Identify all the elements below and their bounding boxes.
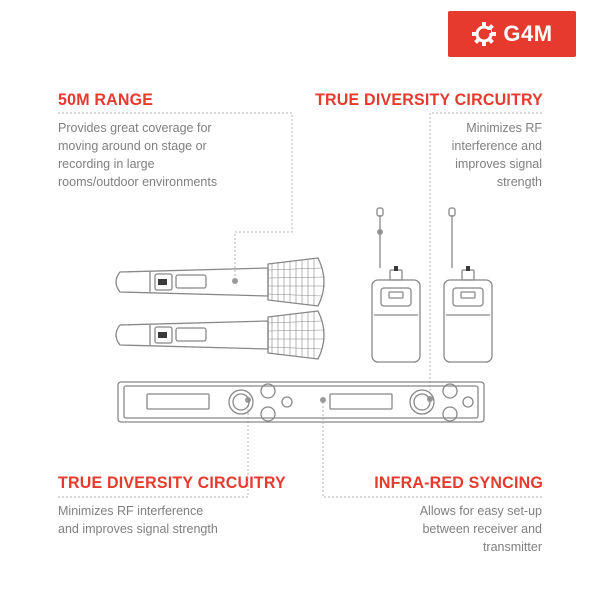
diversity-top-line: interference and bbox=[451, 139, 542, 153]
bodypack-1-knob bbox=[394, 266, 398, 271]
range-line: rooms/outdoor environments bbox=[58, 175, 218, 189]
infrared-heading: INFRA-RED SYNCING bbox=[374, 474, 543, 493]
handheld-mic-2 bbox=[115, 310, 326, 360]
diversity-top-line: Minimizes RF bbox=[466, 121, 542, 135]
infrared-description: Allows for easy set-up between receiver … bbox=[322, 502, 542, 556]
callout-dots bbox=[232, 229, 433, 403]
mic-2-switch bbox=[158, 332, 167, 338]
range-line: moving around on stage or bbox=[58, 139, 207, 153]
range-callout-dot bbox=[232, 278, 238, 284]
ir-callout-dot bbox=[320, 397, 326, 403]
range-line: recording in large bbox=[58, 157, 155, 171]
infrared-line: Allows for easy set-up bbox=[419, 504, 542, 518]
gear-icon bbox=[472, 22, 497, 46]
diversity-top-description: Minimizes RF interference and improves s… bbox=[342, 119, 542, 191]
diversity-bottom-heading: TRUE DIVERSITY CIRCUITRY bbox=[58, 474, 286, 493]
bodypack-2-knob bbox=[466, 266, 470, 271]
range-line: Provides great coverage for bbox=[58, 121, 212, 135]
callout-lines bbox=[58, 112, 542, 498]
bodypack-transmitter-2 bbox=[443, 207, 493, 363]
diversity-bottom-line: Minimizes RF interference bbox=[58, 504, 204, 518]
diversity-top-heading: TRUE DIVERSITY CIRCUITRY bbox=[315, 91, 543, 110]
range-heading: 50M RANGE bbox=[58, 91, 154, 110]
diversity-top-callout-line bbox=[429, 112, 542, 394]
infrared-callout-line bbox=[322, 402, 542, 498]
infrared-line: transmitter bbox=[482, 540, 542, 554]
diversity-bottom-callout-line bbox=[58, 402, 249, 498]
diversity-top-line: strength bbox=[496, 175, 542, 189]
brand-name: G4M bbox=[503, 21, 553, 46]
infrared-line: between receiver and bbox=[422, 522, 542, 536]
diversity-top-line: improves signal bbox=[455, 157, 542, 171]
diversity-bottom-line: and improves signal strength bbox=[58, 522, 218, 536]
mic-1-switch bbox=[158, 279, 167, 285]
brand-logo: G4M bbox=[448, 11, 576, 57]
bodypack-transmitter-1 bbox=[371, 207, 421, 363]
range-callout-line bbox=[58, 112, 293, 280]
rack-receiver bbox=[117, 381, 485, 423]
handheld-mic-1 bbox=[115, 257, 326, 307]
diversity-bottom-description: Minimizes RF interference and improves s… bbox=[58, 502, 318, 538]
range-description: Provides great coverage for moving aroun… bbox=[58, 119, 288, 191]
